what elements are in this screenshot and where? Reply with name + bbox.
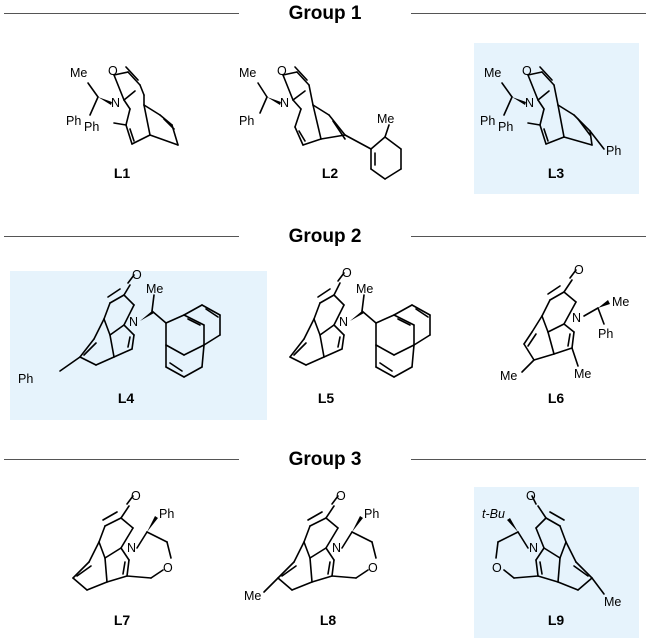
nitrogen-label: N — [529, 541, 538, 555]
divider — [4, 236, 239, 237]
ligand-label-l1: L1 — [113, 165, 131, 181]
divider — [4, 459, 239, 460]
divider — [411, 236, 646, 237]
ligand-label-l2: L2 — [321, 165, 339, 181]
methyl-label: Me — [612, 295, 629, 309]
structure-l6: Me Ph N O Me Me — [500, 263, 629, 383]
phenyl-label: Ph — [239, 114, 254, 128]
ligand-label-l4: L4 — [117, 390, 135, 406]
methyl-label: Me — [146, 282, 163, 296]
group-1-header: Group 1 — [0, 2, 650, 26]
phenyl-label: Ph — [498, 120, 513, 134]
oxygen-label: O — [574, 263, 584, 277]
ligand-label-l9: L9 — [547, 612, 565, 628]
phenyl-label: Ph — [606, 144, 621, 158]
nitrogen-label: N — [280, 96, 289, 110]
tert-butyl-label: t-Bu — [482, 507, 505, 521]
group-title: Group 3 — [288, 449, 362, 470]
divider — [411, 13, 646, 14]
methyl-label: Me — [239, 66, 256, 80]
structure-l4: Me N O Ph — [18, 268, 221, 386]
divider — [4, 13, 239, 14]
nitrogen-label: N — [332, 541, 341, 555]
methyl-label: Me — [484, 66, 501, 80]
methyl-label: Me — [377, 112, 394, 126]
group-3-header: Group 3 — [0, 448, 650, 472]
structure-l1: Me Ph Ph N O — [66, 64, 179, 146]
oxygen-label: O — [163, 561, 173, 575]
group-title: Group 2 — [288, 226, 362, 247]
methyl-label: Me — [604, 595, 621, 609]
methyl-label: Me — [356, 282, 373, 296]
methyl-label: Me — [244, 589, 261, 603]
oxygen-label: O — [492, 561, 502, 575]
structure-l2: Me Ph N O Me — [239, 64, 402, 180]
nitrogen-label: N — [525, 96, 534, 110]
structure-l9: t-Bu N O O Me — [482, 489, 621, 609]
divider — [411, 459, 646, 460]
group-2-header: Group 2 — [0, 225, 650, 249]
oxygen-label: O — [336, 489, 346, 503]
highlight-panel-l3 — [474, 43, 639, 194]
nitrogen-label: N — [111, 96, 120, 110]
nitrogen-label: N — [129, 315, 138, 329]
ligand-label-l5: L5 — [317, 390, 335, 406]
phenyl-label: Ph — [598, 327, 613, 341]
methyl-label: Me — [500, 369, 517, 383]
ligand-label-l3: L3 — [547, 165, 565, 181]
ligand-label-l6: L6 — [547, 390, 565, 406]
nitrogen-label: N — [572, 311, 581, 325]
methyl-label: Me — [574, 367, 591, 381]
highlight-panel-l4 — [10, 271, 267, 420]
phenyl-label: Ph — [66, 114, 81, 128]
phenyl-label: Ph — [480, 114, 495, 128]
ligand-label-l8: L8 — [319, 612, 337, 628]
group-title: Group 1 — [288, 3, 362, 24]
structure-l5: Me N O — [289, 266, 431, 378]
phenyl-label: Ph — [18, 372, 33, 386]
oxygen-label: O — [277, 64, 287, 78]
structure-l7: Ph N O O — [72, 489, 174, 591]
oxygen-label: O — [522, 64, 532, 78]
methyl-label: Me — [70, 66, 87, 80]
oxygen-label: O — [108, 64, 118, 78]
oxygen-label: O — [131, 489, 141, 503]
phenyl-label: Ph — [364, 507, 379, 521]
oxygen-label: O — [368, 561, 378, 575]
nitrogen-label: N — [339, 315, 348, 329]
ligand-label-l7: L7 — [113, 612, 131, 628]
oxygen-label: O — [526, 489, 536, 503]
structure-l3: Me Ph Ph N O Ph — [480, 64, 621, 158]
phenyl-label: Ph — [159, 507, 174, 521]
nitrogen-label: N — [127, 541, 136, 555]
oxygen-label: O — [342, 266, 352, 280]
structure-l8: Ph N O O Me — [244, 489, 379, 603]
phenyl-label: Ph — [84, 120, 99, 134]
oxygen-label: O — [132, 268, 142, 282]
highlight-panel-l9 — [474, 487, 639, 638]
